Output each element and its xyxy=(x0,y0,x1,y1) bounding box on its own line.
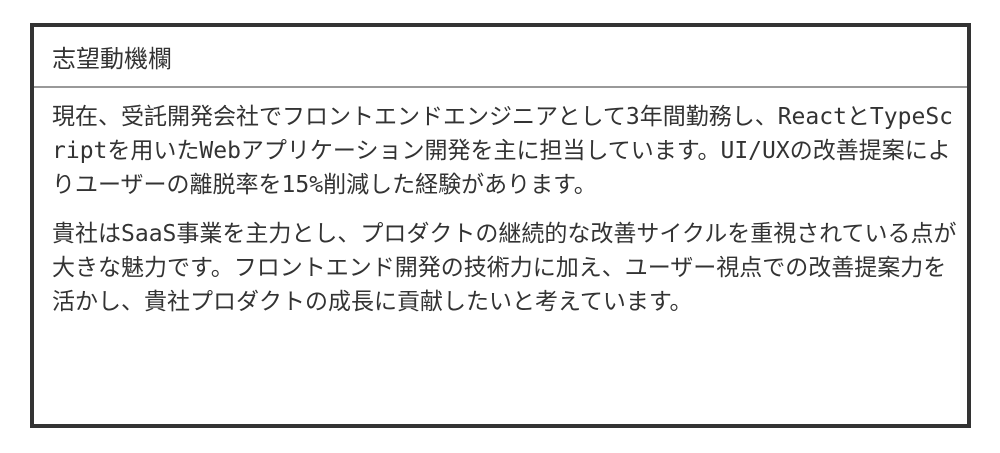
section-title: 志望動機欄 xyxy=(52,45,172,73)
section-body: 現在、受託開発会社でフロントエンドエンジニアとして3年間勤務し、ReactとTy… xyxy=(34,88,967,319)
motivation-section: 志望動機欄 現在、受託開発会社でフロントエンドエンジニアとして3年間勤務し、Re… xyxy=(30,23,971,428)
section-header: 志望動機欄 xyxy=(34,27,967,88)
motivation-paragraph-1: 現在、受託開発会社でフロントエンドエンジニアとして3年間勤務し、ReactとTy… xyxy=(52,104,954,198)
motivation-paragraph-2: 貴社はSaaS事業を主力とし、プロダクトの継続的な改善サイクルを重視されている点… xyxy=(52,221,957,315)
